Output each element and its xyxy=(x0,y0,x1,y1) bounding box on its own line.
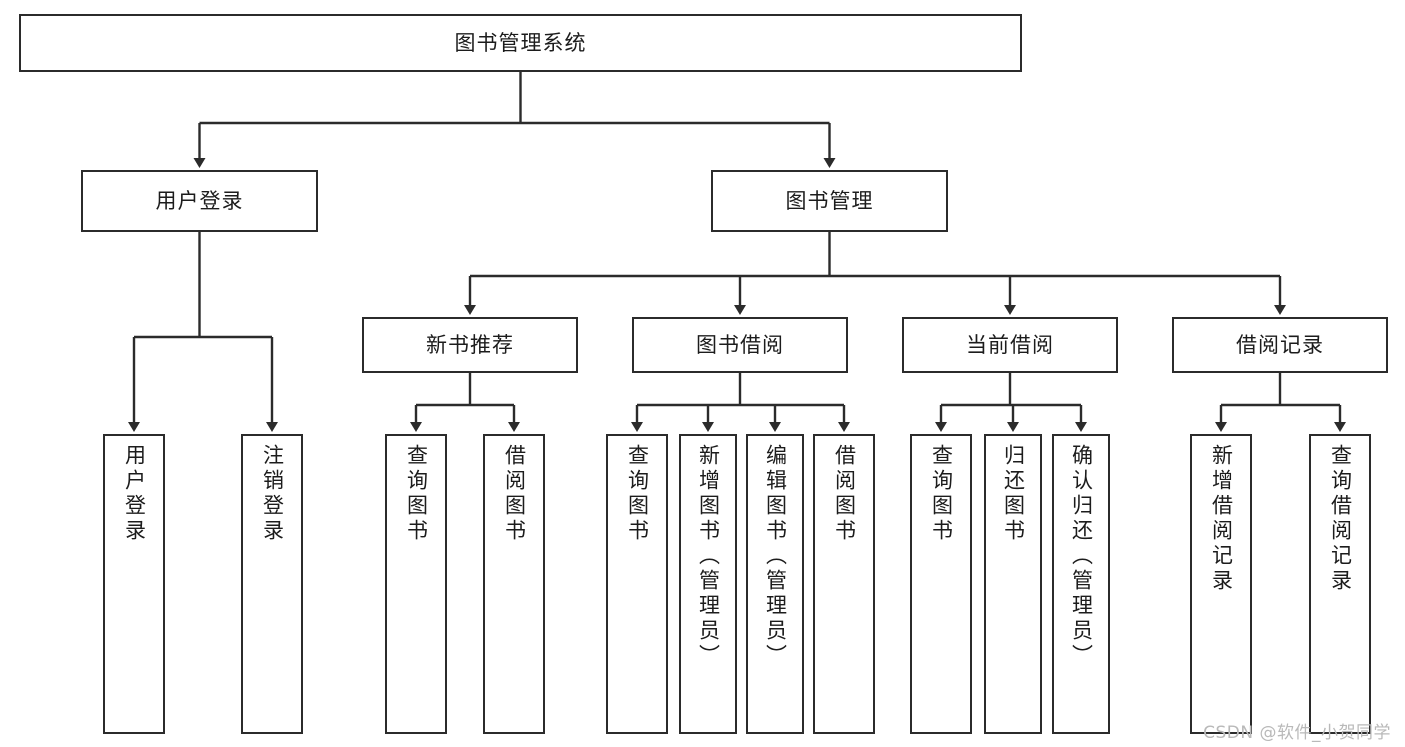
node-leaf-user-login[interactable]: 用户登录 xyxy=(103,434,165,734)
node-leaf-borrow-book-1[interactable]: 借阅图书 xyxy=(483,434,545,734)
node-borrow-record[interactable]: 借阅记录 xyxy=(1172,317,1388,373)
node-root[interactable]: 图书管理系统 xyxy=(19,14,1022,72)
node-leaf-add-record-label: 新增借阅记录 xyxy=(1209,444,1234,594)
node-book-borrow-label: 图书借阅 xyxy=(696,332,784,357)
node-leaf-query-book-3-label: 查询图书 xyxy=(929,444,954,544)
node-book-manage-label: 图书管理 xyxy=(785,188,874,213)
node-leaf-borrow-book-1-label: 借阅图书 xyxy=(502,444,527,544)
node-leaf-edit-book[interactable]: 编辑图书（管理员） xyxy=(746,434,804,734)
node-leaf-query-book-1-label: 查询图书 xyxy=(404,444,429,544)
node-leaf-return-book[interactable]: 归还图书 xyxy=(984,434,1042,734)
node-book-borrow[interactable]: 图书借阅 xyxy=(632,317,848,373)
node-borrow-record-label: 借阅记录 xyxy=(1236,332,1324,357)
node-current-borrow[interactable]: 当前借阅 xyxy=(902,317,1118,373)
node-leaf-confirm-return[interactable]: 确认归还（管理员） xyxy=(1052,434,1110,734)
node-leaf-borrow-book-2[interactable]: 借阅图书 xyxy=(813,434,875,734)
node-leaf-query-book-2[interactable]: 查询图书 xyxy=(606,434,668,734)
node-leaf-add-book[interactable]: 新增图书（管理员） xyxy=(679,434,737,734)
node-leaf-logout-label: 注销登录 xyxy=(260,444,285,544)
node-leaf-confirm-return-label: 确认归还（管理员） xyxy=(1069,444,1094,669)
node-leaf-logout[interactable]: 注销登录 xyxy=(241,434,303,734)
node-leaf-user-login-label: 用户登录 xyxy=(122,444,147,544)
node-leaf-query-book-3[interactable]: 查询图书 xyxy=(910,434,972,734)
node-leaf-query-book-1[interactable]: 查询图书 xyxy=(385,434,447,734)
node-leaf-query-book-2-label: 查询图书 xyxy=(625,444,650,544)
node-leaf-borrow-book-2-label: 借阅图书 xyxy=(832,444,857,544)
node-user-login[interactable]: 用户登录 xyxy=(81,170,318,232)
node-leaf-return-book-label: 归还图书 xyxy=(1001,444,1026,544)
node-root-label: 图书管理系统 xyxy=(454,30,587,55)
node-leaf-add-record[interactable]: 新增借阅记录 xyxy=(1190,434,1252,734)
node-leaf-query-record-label: 查询借阅记录 xyxy=(1328,444,1353,594)
node-user-login-label: 用户登录 xyxy=(155,188,244,213)
node-book-manage[interactable]: 图书管理 xyxy=(711,170,948,232)
node-new-book-recommend[interactable]: 新书推荐 xyxy=(362,317,578,373)
node-leaf-add-book-label: 新增图书（管理员） xyxy=(696,444,721,669)
csdn-watermark: CSDN @软件_小贺同学 xyxy=(1203,723,1391,743)
node-current-borrow-label: 当前借阅 xyxy=(966,332,1054,357)
node-leaf-query-record[interactable]: 查询借阅记录 xyxy=(1309,434,1371,734)
node-new-book-recommend-label: 新书推荐 xyxy=(426,332,514,357)
node-leaf-edit-book-label: 编辑图书（管理员） xyxy=(763,444,788,669)
